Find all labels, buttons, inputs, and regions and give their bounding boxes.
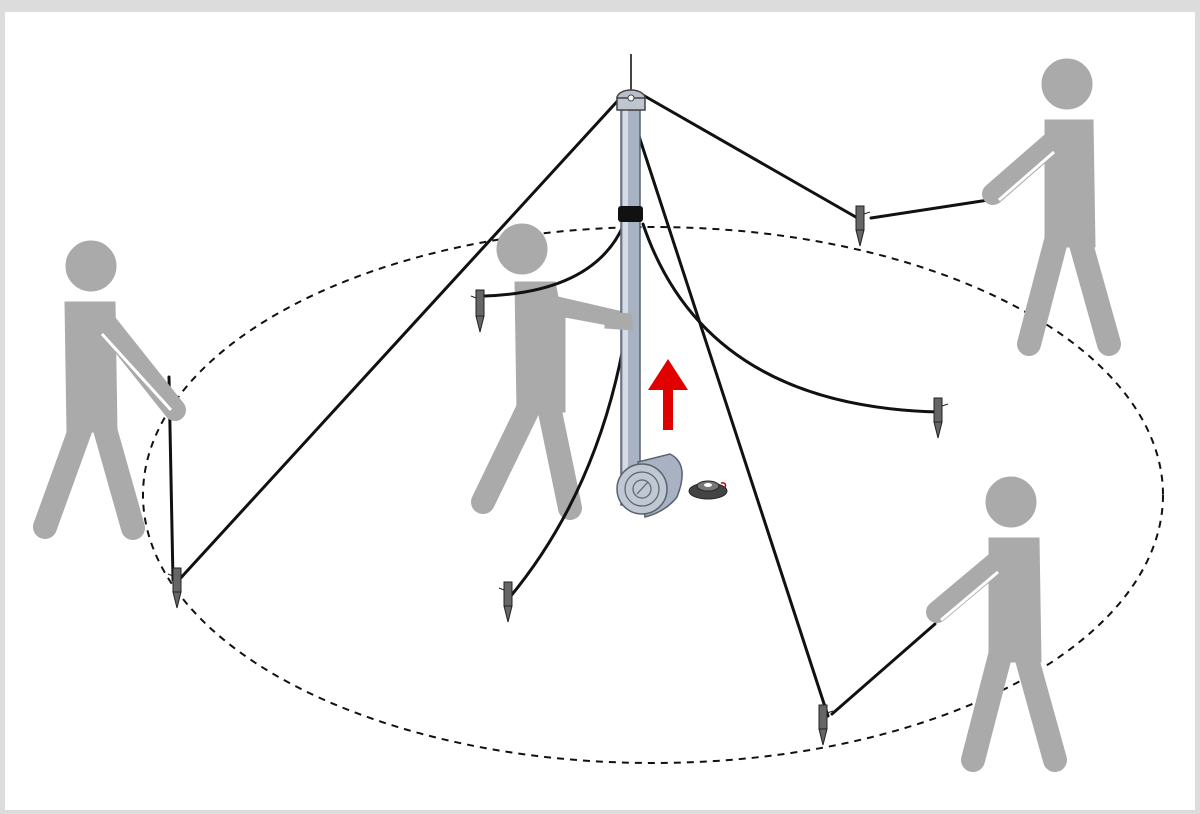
tent-stake-icon xyxy=(498,581,513,623)
mast-raising-diagram xyxy=(33,54,1164,772)
mid-guy-left xyxy=(483,222,626,298)
person-center xyxy=(471,223,625,520)
guy-ropes xyxy=(167,92,997,718)
mast-guy-collar xyxy=(618,206,643,222)
mid-guy-right xyxy=(641,222,942,414)
guy-radius-circle xyxy=(142,226,1164,764)
hand-line-right xyxy=(869,197,997,220)
top-guy-front xyxy=(635,128,830,718)
mast-base-roll xyxy=(616,453,683,518)
person-front-right xyxy=(926,476,1067,772)
person-center-hands xyxy=(604,311,634,331)
person-right xyxy=(982,58,1121,356)
top-guy-right xyxy=(639,92,863,222)
diagram-frame xyxy=(5,12,1195,810)
guy-ring-icon xyxy=(688,480,728,500)
tent-stake-icon xyxy=(470,289,485,333)
tent-stake-icon xyxy=(167,567,182,609)
person-left xyxy=(33,240,186,540)
up-arrow-icon xyxy=(648,359,688,430)
tent-stake-icon xyxy=(818,704,834,746)
tent-stake-icon xyxy=(933,397,949,439)
top-guy-left xyxy=(175,93,625,584)
telescopic-mast xyxy=(616,54,646,506)
tent-stake-icon xyxy=(855,205,871,247)
hand-line-front-right xyxy=(830,622,937,716)
